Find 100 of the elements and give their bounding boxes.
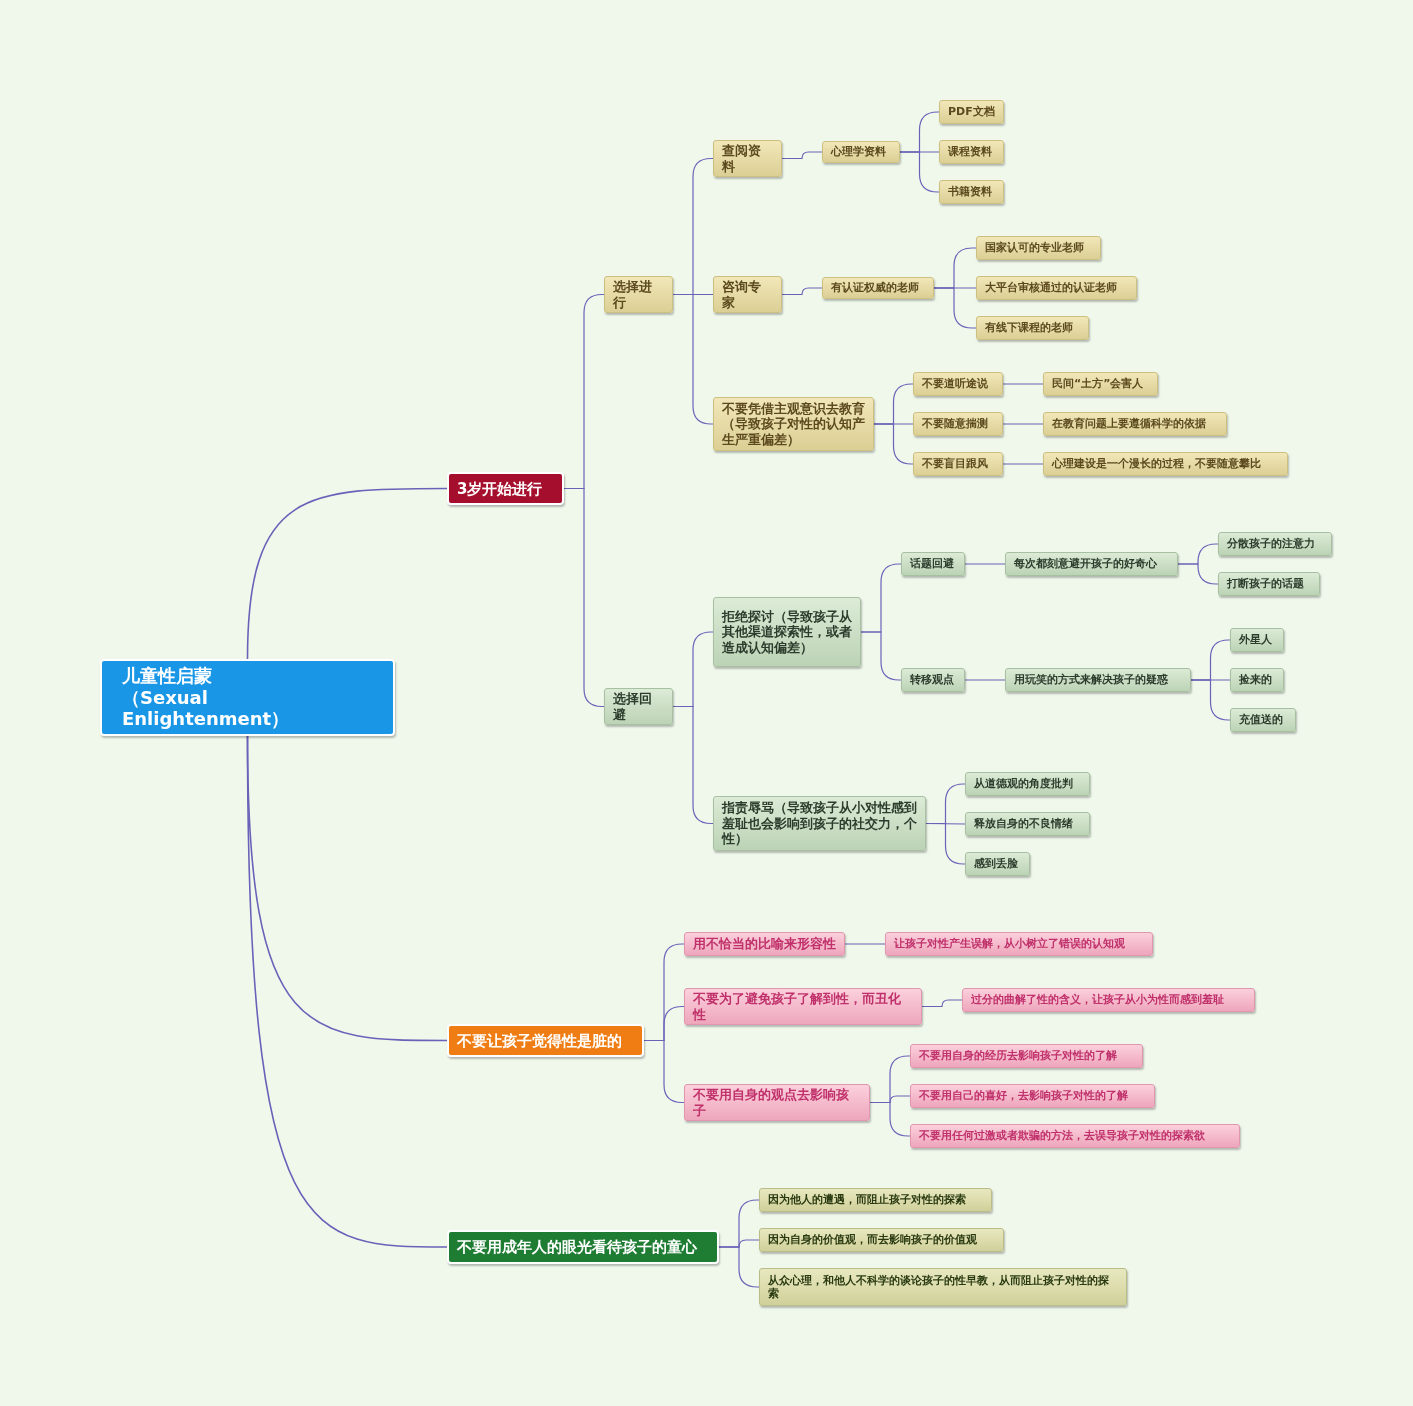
topic-label: 打断孩子的话题 [1227, 577, 1305, 591]
topic-box [684, 1084, 870, 1122]
topic-label: 查阅资料 [722, 143, 762, 175]
topic-label: 不要随意揣测 [922, 417, 989, 431]
topic-label: 释放自身的不良情绪 [974, 817, 1074, 831]
topic-label: 过分的曲解了性的含义，让孩子从小为性而感到羞耻 [971, 993, 1225, 1007]
topic-box [604, 276, 673, 314]
topic-box [713, 140, 782, 178]
connector-line [860, 631, 902, 681]
topic-label: 不要凭借主观意识去教育（导致孩子对性的认知产生严重偏差） [722, 400, 865, 448]
connector-line [1002, 423, 1044, 425]
topic-label: 用玩笑的方式来解决孩子的疑惑 [1014, 673, 1169, 687]
topic-box [1218, 572, 1320, 596]
topic-label: 不要用自己的喜好，去影响孩子对性的了解 [919, 1089, 1129, 1103]
topic-label: 不要用任何过激或者欺骗的方法，去误导孩子对性的探索欲 [919, 1129, 1206, 1143]
connector-line [781, 287, 823, 296]
topic-label: 不要用自身的观点去影响孩子 [693, 1087, 850, 1119]
topic-label: 转移观点 [910, 673, 955, 687]
connector-line [899, 151, 940, 193]
topic-box [684, 932, 845, 956]
topic-label: 因为他人的遭遇，而阻止孩子对性的探索 [768, 1193, 967, 1207]
topic-box [713, 276, 782, 314]
topic-box [910, 1084, 1155, 1108]
topic-label: 话题回避 [910, 557, 955, 571]
topic-box [910, 1044, 1143, 1068]
topic-box [939, 100, 1004, 124]
topic-label: 充值送的 [1239, 713, 1284, 727]
topic-box [913, 452, 1003, 476]
connector-line [643, 1039, 685, 1104]
main-branch-box [447, 1024, 644, 1057]
topic-label: 外星人 [1239, 633, 1273, 647]
topic-box [822, 141, 900, 163]
topic-box [976, 276, 1137, 300]
topic-box [913, 372, 1003, 396]
main-branch-box [447, 472, 564, 505]
topic-label: （Sexual Enlightenment） [122, 686, 291, 730]
topic-box [965, 812, 1090, 836]
topic-box [910, 1124, 1240, 1148]
topic-label: 有认证权威的老师 [831, 281, 920, 295]
connector-line [844, 943, 886, 945]
topic-box [759, 1228, 1004, 1252]
topic-box [684, 988, 922, 1026]
topic-label: 用不恰当的比喻来形容性 [693, 936, 836, 952]
topic-box [1230, 708, 1296, 732]
connector-line [672, 293, 714, 425]
connector-line [1177, 563, 1219, 585]
topic-box [965, 852, 1030, 876]
connector-line [1190, 679, 1231, 721]
topic-box [965, 772, 1090, 796]
topic-label: 感到丢脸 [974, 857, 1019, 871]
connector-line [1002, 463, 1044, 465]
topic-box [939, 140, 1004, 164]
topic-label: 选择进行 [613, 279, 653, 311]
topic-label: 不要为了避免孩子了解到性，而丑化性 [693, 991, 902, 1023]
topic-box [1005, 668, 1191, 692]
topic-box [1230, 668, 1284, 692]
topic-label: 指责辱骂（导致孩子从小对性感到羞耻也会影响到孩子的社交力，个性） [722, 800, 917, 847]
connector-line [925, 822, 966, 865]
topic-box [604, 688, 673, 726]
topic-label: 民间“土方”会害人 [1052, 377, 1145, 391]
topic-label: 心理学资料 [831, 145, 887, 159]
topic-label: 书籍资料 [948, 185, 993, 199]
topic-label: PDF文档 [948, 105, 995, 119]
topic-box [976, 236, 1101, 260]
connector-line [873, 423, 914, 465]
topic-box [822, 277, 934, 299]
topic-box [1218, 532, 1332, 556]
topic-box [976, 316, 1089, 340]
topic-box [713, 597, 861, 667]
topic-label: 在教育问题上要遵循科学的依据 [1052, 417, 1207, 431]
topic-label: 不要让孩子觉得性是脏的 [457, 1031, 623, 1050]
connector-line [1002, 383, 1044, 385]
topic-label: 不要用自身的经历去影响孩子对性的了解 [919, 1049, 1118, 1063]
connector-line [964, 679, 1006, 681]
topic-box [759, 1268, 1127, 1306]
topic-box [939, 180, 1004, 204]
topic-label: 国家认可的专业老师 [985, 241, 1085, 255]
connector-line [672, 705, 714, 825]
connector-line [718, 1246, 760, 1288]
central-topic-box [100, 659, 395, 736]
topic-label: 课程资料 [948, 145, 993, 159]
topic-label: 拒绝探讨（导致孩子从其他渠道探索性，或者造成认知偏差） [722, 608, 852, 656]
connector-line [933, 287, 977, 329]
connector-line [964, 563, 1006, 565]
topic-label: 咨询专家 [722, 279, 762, 311]
connector-line [869, 1101, 911, 1137]
topic-label: 捡来的 [1239, 673, 1273, 687]
topic-box [759, 1188, 992, 1212]
topic-label: 儿童性启蒙 [122, 665, 213, 687]
topic-box [901, 552, 965, 576]
topic-label: 让孩子对性产生误解，从小树立了错误的认知观 [894, 937, 1126, 951]
topic-box [1230, 628, 1284, 652]
topic-label: 从道德观的角度批判 [974, 777, 1074, 791]
main-branch-box [447, 1230, 719, 1264]
topic-label: 不要盲目跟风 [922, 457, 989, 471]
connector-line [246, 487, 448, 660]
topic-box [1043, 372, 1158, 396]
topic-box [713, 796, 926, 851]
topic-box [1043, 452, 1288, 476]
topic-label: 有线下课程的老师 [985, 321, 1074, 335]
